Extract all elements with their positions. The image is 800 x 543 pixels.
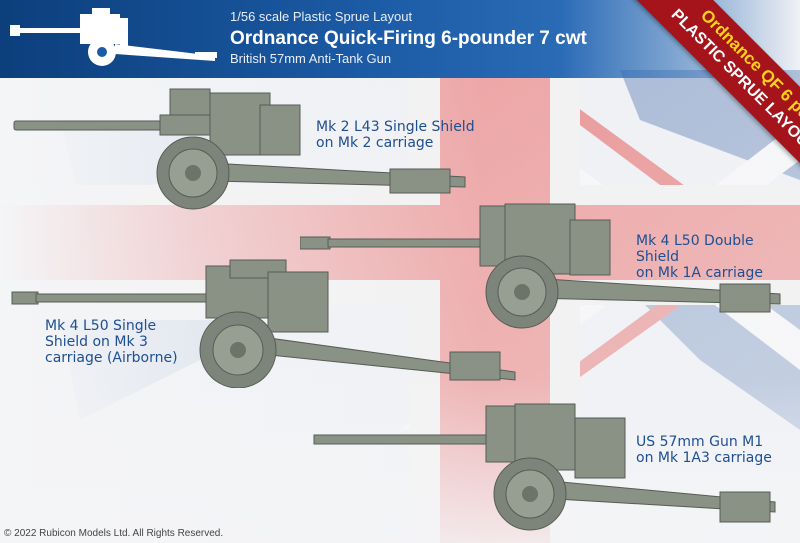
gun-label-mk4-l50-double-shield: Mk 4 L50 Double Shield on Mk 1A carriage — [636, 233, 763, 281]
gun-label-us-57mm-m1: US 57mm Gun M1 on Mk 1A3 carriage — [636, 434, 772, 466]
gun-model-mk4-l50-airborne — [11, 259, 516, 388]
gun-model-mk4-l50-double-shield — [300, 203, 781, 329]
ribbon-line-1: Ordnance QF 6 pdr — [696, 5, 800, 129]
header-banner: 1/56 scale Plastic Sprue Layout Ordnance… — [0, 0, 800, 78]
header-kicker: 1/56 scale Plastic Sprue Layout — [230, 9, 413, 24]
gun-label-mk4-l50-airborne: Mk 4 L50 Single Shield on Mk 3 carriage … — [45, 318, 178, 366]
page-subtitle: British 57mm Anti-Tank Gun — [230, 51, 392, 66]
gun-label-mk2-l43: Mk 2 L43 Single Shield on Mk 2 carriage — [316, 119, 475, 151]
gun-model-us-57mm-m1 — [313, 403, 776, 531]
copyright-notice: © 2022 Rubicon Models Ltd. All Rights Re… — [4, 528, 224, 539]
gun-model-mk2-l43 — [13, 88, 466, 210]
page-title: Ordnance Quick-Firing 6-pounder 7 cwt — [230, 28, 587, 49]
corner-ribbon: Ordnance QF 6 pdr PLASTIC SPRUE LAYOUT — [625, 0, 800, 175]
anti-tank-gun-silhouette-icon — [10, 8, 217, 66]
